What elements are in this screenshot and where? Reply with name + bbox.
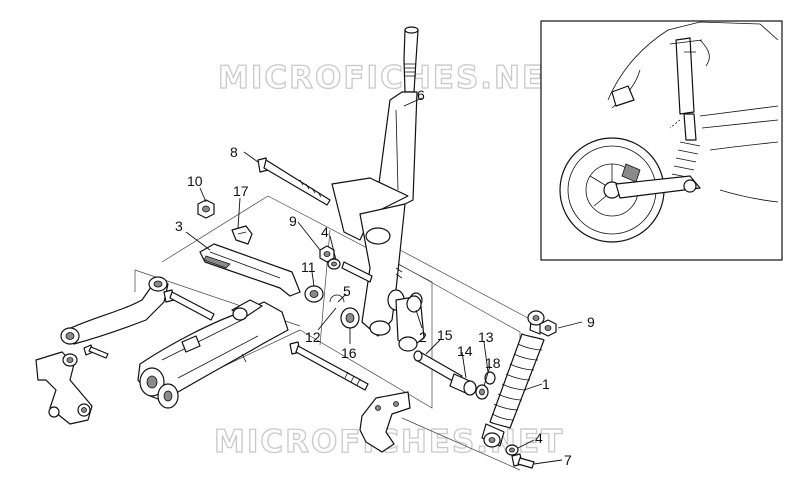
callout-5: 5 [343,283,351,299]
bushing-11 [304,285,324,303]
washer-4-lower [505,444,519,456]
bolt-lower [289,341,369,391]
callout-4-upper: 4 [321,224,329,240]
nut-9-lower [539,319,557,337]
callout-16: 16 [341,345,357,361]
bolt-7 [511,453,535,469]
bolt-upper-left [163,289,215,321]
pivot-bolt-8 [257,157,331,206]
callout-2: 2 [419,329,427,345]
callout-4-lower: 4 [535,430,543,446]
callout-11: 11 [301,259,316,275]
bearing-16 [340,307,360,329]
bracket-plate-3 [199,243,301,297]
circlip-5 [329,294,345,303]
callout-7: 7 [564,452,572,468]
watermark-top: MICROFICHES.NET [218,60,568,96]
nut-10 [197,199,215,219]
callout-10: 10 [187,173,203,189]
leader-lines [185,97,583,465]
side-bracket [359,391,411,453]
bushing-14 [449,373,477,396]
callout-1: 1 [542,376,550,392]
callout-15: 15 [437,327,453,343]
swing-arm [137,299,289,409]
callout-labels: 6 8 10 17 3 9 4 11 5 12 16 2 15 14 13 18… [175,87,595,468]
washer-4-upper [327,258,341,270]
callout-9-lower: 9 [587,314,595,330]
nut-18 [475,384,489,400]
rear-bracket [35,351,93,425]
link-arm [60,276,169,345]
clip-17 [231,225,253,245]
callout-12: 12 [305,329,321,345]
callout-14: 14 [457,343,473,359]
callout-18: 18 [485,355,501,371]
callout-9-upper: 9 [289,213,297,229]
callout-8: 8 [230,144,238,160]
spacer-upper [341,261,373,283]
bushing-2 [406,295,422,313]
callout-13: 13 [478,329,494,345]
nut-9-upper [319,245,335,263]
bolt-small-left [83,344,109,359]
steering-stem [331,26,425,352]
scooter-front-icon [559,21,779,243]
callout-3: 3 [175,218,183,234]
shock-absorber [481,310,545,448]
inset-scooter-view [540,20,783,261]
callout-17: 17 [233,183,249,199]
callout-6: 6 [417,87,425,103]
